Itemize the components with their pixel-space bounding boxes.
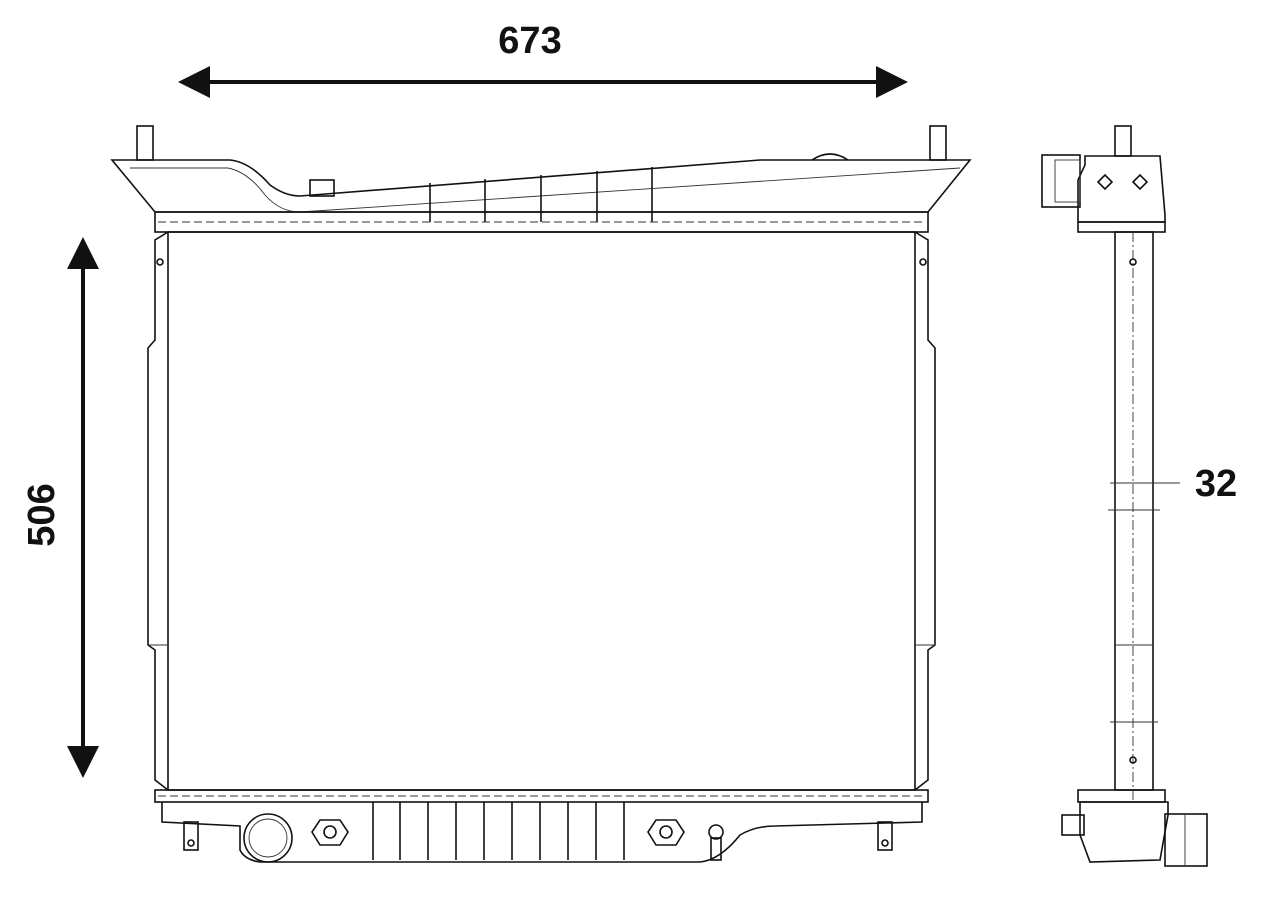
- right-side-bracket: [914, 231, 936, 791]
- drain-cock: [708, 824, 724, 840]
- outlet-pipe: [243, 813, 293, 863]
- radiator-front-view: [110, 125, 972, 863]
- side-outlet-pipe: [1164, 813, 1208, 867]
- left-side-bracket: [147, 231, 169, 791]
- bottom-tank: [161, 802, 923, 863]
- side-bottom-tank: [1079, 801, 1169, 863]
- width-label: 673: [498, 20, 561, 62]
- radiator-side-view: 32: [1041, 125, 1237, 867]
- radiator-core: [167, 231, 916, 791]
- top-tank: [110, 159, 972, 213]
- top-right-pin: [929, 125, 947, 161]
- top-left-pin: [136, 125, 154, 161]
- depth-label: 32: [1195, 463, 1237, 505]
- drain-plug-right: [647, 819, 685, 846]
- side-core: [1114, 231, 1154, 791]
- side-inlet-pipe: [1041, 154, 1081, 208]
- height-dimension: 506: [21, 237, 99, 778]
- drain-plug-left: [311, 819, 349, 846]
- side-top-tank: [1077, 155, 1166, 223]
- height-label: 506: [21, 483, 63, 546]
- bottom-header: [154, 789, 929, 803]
- width-dimension: 673: [178, 20, 908, 98]
